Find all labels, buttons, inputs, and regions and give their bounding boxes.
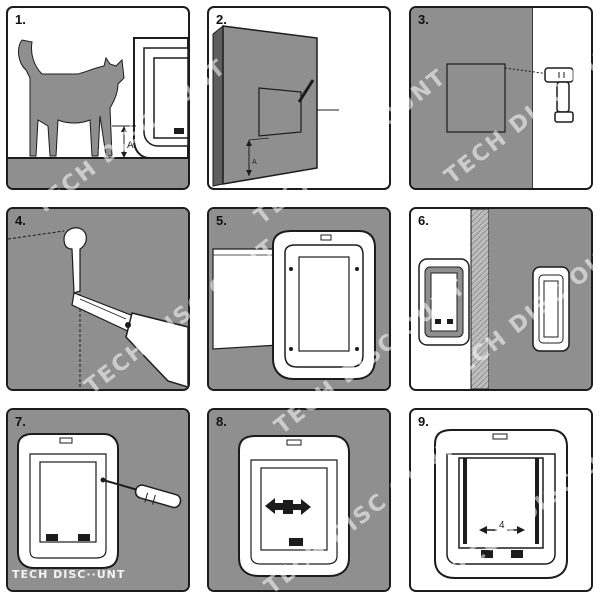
step-2-illustration: A xyxy=(212,24,339,187)
step-9-panel: 9. 4 xyxy=(409,408,593,592)
height-label: A xyxy=(127,140,134,151)
step-number: 9. xyxy=(418,414,429,429)
drill-hole xyxy=(63,227,87,294)
step-3-illustration xyxy=(411,8,591,188)
step-number: 8. xyxy=(216,414,227,429)
step-3-panel: 3. xyxy=(409,6,593,190)
step-number: 6. xyxy=(418,213,429,228)
step-1-illustration: A xyxy=(8,37,188,188)
step-number: 1. xyxy=(15,12,26,27)
step-5-illustration xyxy=(209,209,389,389)
cat-flap-frame xyxy=(272,230,376,380)
cat-flap-inside xyxy=(418,258,470,346)
step-number: 3. xyxy=(418,12,429,27)
step-4-illustration xyxy=(8,209,188,389)
step-number: 2. xyxy=(216,12,227,27)
double-arrow-icon xyxy=(265,498,311,515)
width-marker xyxy=(479,526,525,534)
step-number: 7. xyxy=(15,414,26,429)
width-label: 4 xyxy=(499,520,505,531)
pencil-icon xyxy=(297,79,315,103)
cat-silhouette xyxy=(18,39,125,157)
cat-flap-outside xyxy=(532,266,570,352)
step-8-illustration xyxy=(209,410,389,590)
step-7-illustration xyxy=(8,410,188,590)
jigsaw-icon xyxy=(71,292,188,388)
step-2-panel: 2. A xyxy=(207,6,391,190)
cat-flap-frame xyxy=(17,433,119,569)
cutout-outline xyxy=(258,87,302,137)
step-1-panel: 1. A xyxy=(6,6,190,190)
height-label: A xyxy=(252,159,257,166)
drill-icon xyxy=(544,67,574,123)
step-9-illustration: 4 xyxy=(411,410,591,590)
step-6-panel: 6. xyxy=(409,207,593,391)
step-5-panel: 5. xyxy=(207,207,391,391)
cat-flap-side-view xyxy=(133,37,188,159)
step-4-panel: 4. xyxy=(6,207,190,391)
screwdriver-icon xyxy=(102,479,182,509)
cat-flap-frame xyxy=(434,429,568,579)
cutout-outline xyxy=(446,63,506,133)
height-marker xyxy=(112,125,136,158)
step-number: 4. xyxy=(15,213,26,228)
step-8-panel: 8. xyxy=(207,408,391,592)
height-marker xyxy=(246,137,270,176)
step-number: 5. xyxy=(216,213,227,228)
step-7-panel: 7. xyxy=(6,408,190,592)
step-6-illustration xyxy=(411,209,591,389)
